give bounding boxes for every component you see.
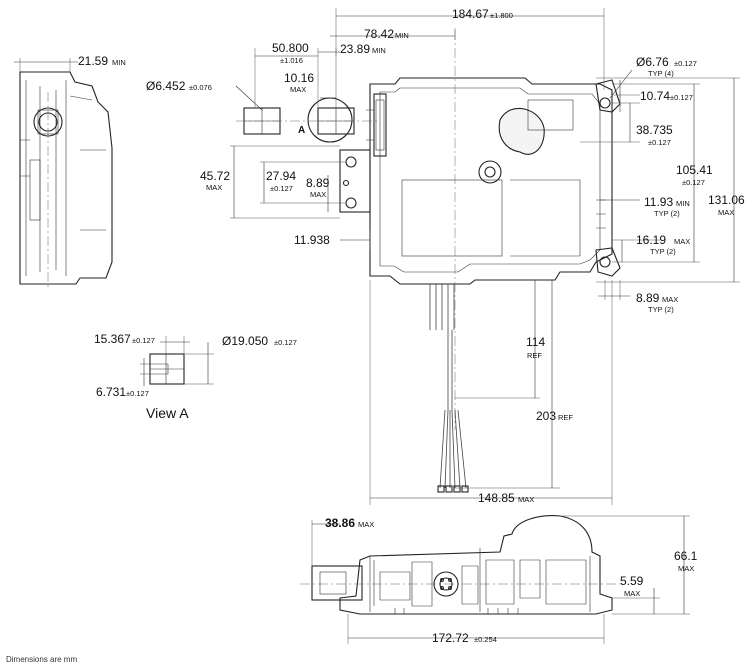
dim-11-93-qual: MIN	[676, 199, 690, 208]
dim-66-1-qual: MAX	[678, 564, 694, 573]
dim-6-731-value: 6.731	[96, 385, 126, 399]
dim-16-19-value: 16.19	[636, 233, 666, 247]
dim-203-qual: REF	[558, 413, 573, 422]
dim-10-74-tol: ±0.127	[670, 93, 693, 102]
dim-6-731-tol: ±0.127	[126, 389, 149, 398]
dim-11-938-value: 11.938	[294, 233, 330, 247]
dim-45-72-value: 45.72	[200, 169, 230, 183]
dim-5-59-qual: MAX	[624, 589, 640, 598]
front-view-dimensions	[230, 8, 740, 505]
dim-8-89b-qual: MAX	[662, 295, 678, 304]
dim-15-367-tol: ±0.127	[132, 336, 155, 345]
dim-184-67-tol: ±1.800	[490, 11, 513, 20]
view-a-label: View A	[146, 405, 189, 421]
dim-6-76-value: Ø6.76	[636, 55, 669, 69]
dim-38-86-value: 38.86	[325, 516, 355, 530]
dim-23-89-value: 23.89	[340, 42, 370, 56]
dim-6-76-note: TYP (4)	[648, 69, 674, 78]
dim-15-367-value: 15.367	[94, 332, 131, 346]
dim-78-42-qual: MIN	[395, 31, 409, 40]
dim-50-800-tol: ±1.016	[280, 56, 303, 65]
dim-105-41-tol: ±0.127	[682, 178, 705, 187]
dim-16-19-note: TYP (2)	[650, 247, 676, 256]
dim-27-94-value: 27.94	[266, 169, 296, 183]
dim-38-735-value: 38.735	[636, 123, 673, 137]
dim-19-050-tol: ±0.127	[274, 338, 297, 347]
dim-16-19-qual: MAX	[674, 237, 690, 246]
dim-184-67-value: 184.67	[452, 7, 489, 21]
dim-8-89b-value: 8.89	[636, 291, 660, 305]
dim-8-89b-note: TYP (2)	[648, 305, 674, 314]
dim-131-06-qual: MAX	[718, 208, 734, 217]
section-marker-a: A	[298, 125, 305, 136]
dim-10-16-value: 10.16	[284, 71, 314, 85]
dim-148-85-qual: MAX	[518, 495, 534, 504]
dim-6-452-value: Ø6.452	[146, 79, 186, 93]
dim-172-72-tol: ±0.254	[474, 635, 497, 644]
dim-38-86-qual: MAX	[358, 520, 374, 529]
dim-131-06-value: 131.06	[708, 193, 745, 207]
dim-66-1-value: 66.1	[674, 549, 698, 563]
dim-21-59-qual: MIN	[112, 58, 126, 67]
dim-203-value: 203	[536, 409, 556, 423]
dim-19-050-value: Ø19.050	[222, 334, 268, 348]
side-view	[14, 58, 113, 290]
dim-8-89a-value: 8.89	[306, 176, 330, 190]
dim-114-value: 114	[526, 335, 545, 349]
dim-23-89-qual: MIN	[372, 46, 386, 55]
dim-10-74-value: 10.74	[640, 89, 670, 103]
dim-105-41-value: 105.41	[676, 163, 713, 177]
dim-11-93-note: TYP (2)	[654, 209, 680, 218]
bottom-view	[300, 515, 690, 644]
dim-50-800-value: 50.800	[272, 41, 309, 55]
units-note: Dimensions are mm	[6, 655, 77, 664]
dim-11-93-value: 11.93	[644, 195, 673, 209]
dim-27-94-tol: ±0.127	[270, 184, 293, 193]
dim-21-59-value: 21.59	[78, 54, 108, 68]
dim-148-85-value: 148.85	[478, 491, 515, 505]
dim-45-72-qual: MAX	[206, 183, 222, 192]
dim-78-42-value: 78.42	[364, 27, 394, 41]
dim-8-89a-qual: MAX	[310, 190, 326, 199]
dim-10-16-qual: MAX	[290, 85, 306, 94]
dim-114-qual: REF	[527, 351, 542, 360]
dim-38-735-tol: ±0.127	[648, 138, 671, 147]
dim-5-59-value: 5.59	[620, 574, 644, 588]
dim-6-76-tol: ±0.127	[674, 59, 697, 68]
dim-6-452-tol: ±0.076	[189, 83, 212, 92]
dim-172-72-value: 172.72	[432, 631, 469, 645]
front-view	[236, 30, 621, 493]
view-a-detail	[140, 336, 214, 386]
